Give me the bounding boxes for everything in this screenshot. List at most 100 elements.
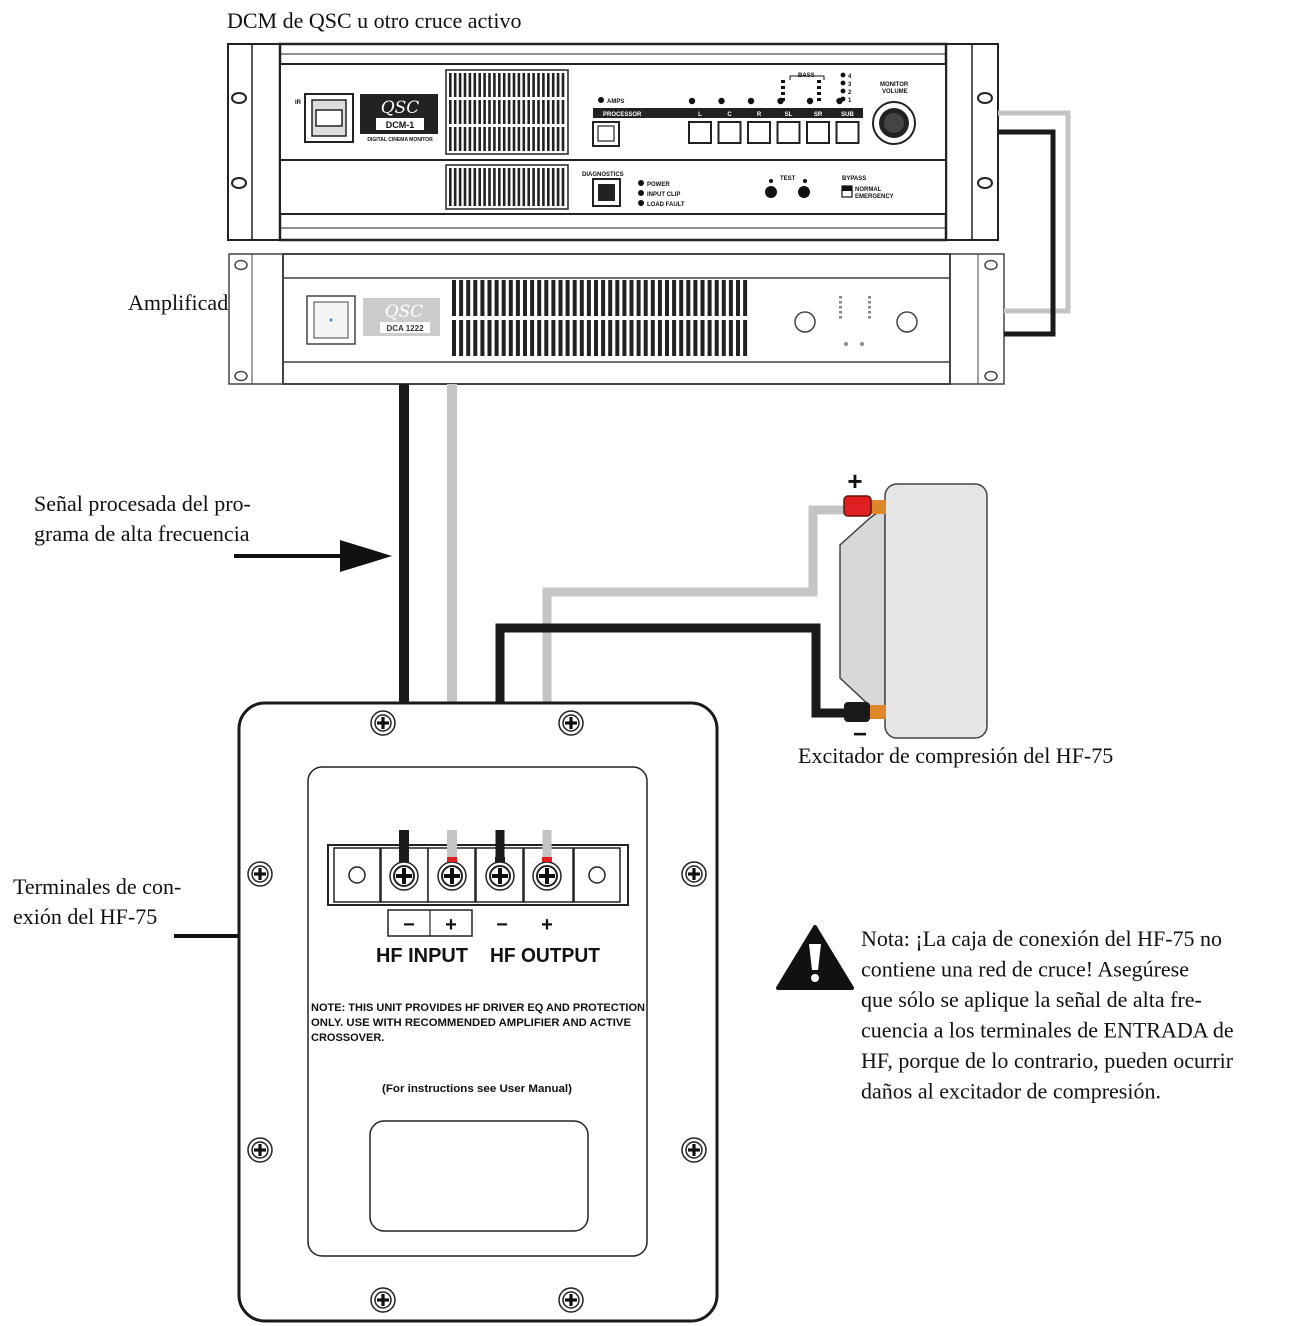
- svg-text:MONITOR: MONITOR: [880, 82, 909, 88]
- plate-note-line1: NOTE: THIS UNIT PROVIDES HF DRIVER EQ AN…: [311, 1002, 645, 1014]
- amplifier-unit: QSC DCA 1222: [228, 253, 1005, 385]
- svg-text:TEST: TEST: [780, 176, 796, 182]
- plate-instructions: (For instructions see User Manual): [382, 1083, 572, 1095]
- dcm-crossover-unit: IR QSC DCM-1 DIGITAL CINEMA MONITOR AMPS…: [227, 42, 999, 242]
- svg-text:2: 2: [848, 90, 852, 96]
- rack-hole: [977, 177, 993, 189]
- terminal-hole: [588, 866, 606, 884]
- plate-note-line2: ONLY. USE WITH RECOMMENDED AMPLIFIER AND…: [311, 1017, 631, 1029]
- channel-label: C: [727, 112, 732, 118]
- channel-buttons: L C R SL SR SUB: [688, 97, 860, 144]
- screw-icon: [681, 1137, 707, 1163]
- svg-text:3: 3: [848, 82, 852, 88]
- warning-note: Nota: ¡La caja de conexión del HF-75 no c…: [861, 926, 1234, 1104]
- svg-text:DIAGNOSTICS: DIAGNOSTICS: [582, 172, 624, 178]
- screw-icon: [247, 861, 273, 887]
- svg-text:LOAD FAULT: LOAD FAULT: [647, 202, 685, 208]
- note-line: que sólo se aplique la señal de alta fre…: [861, 987, 1202, 1012]
- vent-grill: [452, 280, 748, 356]
- svg-text:VOLUME: VOLUME: [882, 89, 908, 95]
- channel-button: [835, 121, 860, 144]
- rack-hole: [231, 177, 247, 189]
- driver-label: Excitador de compresión del HF-75: [798, 743, 1113, 768]
- ir-label: IR: [295, 100, 302, 106]
- channel-label: L: [698, 112, 702, 118]
- rack-hole: [231, 92, 247, 104]
- label-window: [369, 1120, 589, 1232]
- black-signal-wire: [998, 129, 1056, 337]
- plate-screws: [247, 710, 707, 1313]
- channel-label: SR: [814, 112, 823, 118]
- note-line: Nota: ¡La caja de conexión del HF-75 no: [861, 926, 1222, 951]
- signal-label-line1: Señal procesada del pro-: [34, 491, 251, 516]
- gray-signal-wire: [998, 110, 1071, 314]
- channel-label: SUB: [841, 112, 854, 118]
- driver-plus-sign: +: [847, 466, 862, 496]
- amplifier-label: Amplificador: [128, 290, 247, 315]
- channel-button: [806, 121, 830, 144]
- gray-output-wire: [542, 505, 848, 858]
- terminal-screw-icon: [485, 857, 515, 891]
- svg-text:+: +: [445, 914, 457, 936]
- svg-text:DCM-1: DCM-1: [386, 120, 415, 130]
- screw-icon: [558, 710, 584, 736]
- note-line: cuencia a los terminales de ENTRADA de: [861, 1018, 1234, 1043]
- svg-text:INPUT CLIP: INPUT CLIP: [647, 192, 680, 198]
- svg-text:BYPASS: BYPASS: [842, 176, 866, 182]
- svg-text:EMERGENCY: EMERGENCY: [855, 194, 894, 200]
- svg-text:DCA 1222: DCA 1222: [386, 324, 424, 333]
- driver-terminal-minus: [868, 705, 886, 719]
- channel-button: [688, 121, 712, 144]
- channel-label: R: [757, 112, 762, 118]
- hf-output-label: HF OUTPUT: [490, 945, 600, 967]
- svg-text:AMPS: AMPS: [607, 99, 624, 105]
- svg-text:POWER: POWER: [647, 182, 670, 188]
- svg-text:4: 4: [848, 74, 852, 80]
- screw-icon: [370, 1287, 396, 1313]
- driver-minus-sign: −: [853, 721, 867, 748]
- hf75-connection-plate: − + − + HF INPUT HF OUTPUT NOTE: THIS UN…: [237, 701, 719, 1323]
- warning-icon: [776, 925, 854, 990]
- driver-terminal-plus: [868, 500, 886, 514]
- channel-button: [717, 121, 742, 144]
- signal-arrow: [234, 540, 392, 572]
- note-line: HF, porque de lo contrario, pueden ocurr…: [861, 1048, 1234, 1073]
- svg-text:−: −: [496, 914, 508, 936]
- plate-note-line3: CROSSOVER.: [311, 1032, 384, 1044]
- screw-icon: [370, 710, 396, 736]
- signal-label-line2: grama de alta frecuencia: [34, 521, 250, 546]
- svg-text:1: 1: [848, 98, 852, 104]
- test-button: [798, 186, 810, 198]
- screw-icon: [247, 1137, 273, 1163]
- amp-gain-knob-icon: [794, 311, 816, 333]
- terminals-label-line1: Terminales de con-: [13, 874, 181, 899]
- screw-icon: [681, 861, 707, 887]
- screw-icon: [558, 1287, 584, 1313]
- driver-plus-connector: [843, 495, 872, 517]
- driver-minus-connector: [844, 702, 870, 722]
- vent-grill: [445, 164, 569, 210]
- terminal-strip: [327, 830, 629, 906]
- compression-driver: + −: [839, 466, 988, 748]
- note-line: contiene una red de cruce! Asegúrese: [861, 957, 1189, 982]
- svg-text:NORMAL: NORMAL: [855, 187, 882, 193]
- amp-gain-knob-icon: [896, 311, 918, 333]
- hf-input-label: HF INPUT: [376, 945, 468, 967]
- terminal-hole: [348, 866, 366, 884]
- svg-text:−: −: [403, 914, 415, 936]
- terminals-label-line2: exión del HF-75: [13, 904, 157, 929]
- driver-body: [884, 483, 988, 739]
- channel-label: SL: [785, 112, 793, 118]
- terminal-screw-icon: [437, 857, 467, 891]
- channel-button: [747, 121, 771, 144]
- svg-text:DIGITAL CINEMA MONITOR: DIGITAL CINEMA MONITOR: [367, 137, 433, 143]
- svg-text:QSC: QSC: [381, 98, 420, 118]
- svg-text:+: +: [541, 914, 553, 936]
- led-meter: 4 3 2 1: [781, 72, 852, 104]
- test-button: [765, 186, 777, 198]
- crossover-label: DCM de QSC u otro cruce activo: [227, 8, 522, 33]
- rack-hole: [977, 92, 993, 104]
- amp-led-meter: [839, 296, 871, 346]
- svg-text:PROCESSOR: PROCESSOR: [603, 112, 642, 118]
